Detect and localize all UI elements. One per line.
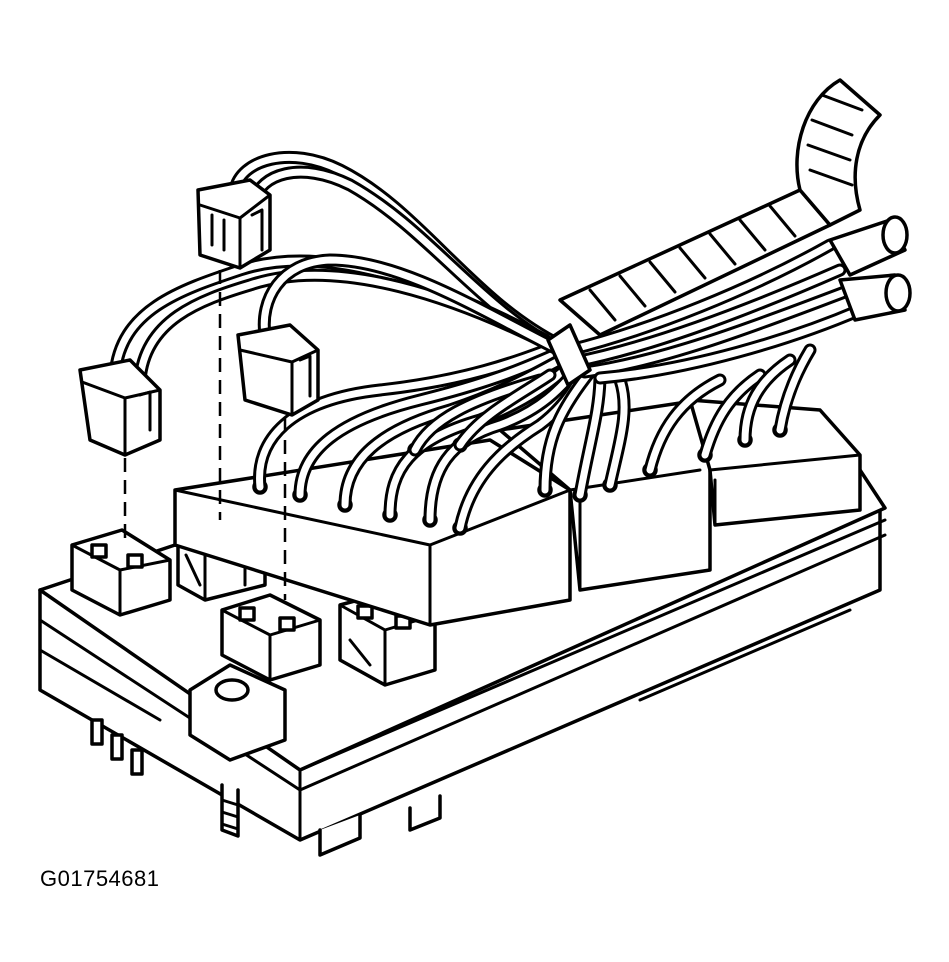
socket-left <box>70 528 172 617</box>
plug-connector-left <box>78 358 162 457</box>
corrugated-conduit <box>546 78 912 387</box>
mounting-stud <box>188 663 287 838</box>
socket-center <box>220 593 322 682</box>
alignment-lines <box>123 270 287 600</box>
plug-connector-top <box>196 178 272 270</box>
plug-connector-middle <box>236 323 320 417</box>
module-block-rear <box>688 398 862 527</box>
wire-harness <box>108 150 867 535</box>
figure-id: G01754681 <box>40 866 160 891</box>
